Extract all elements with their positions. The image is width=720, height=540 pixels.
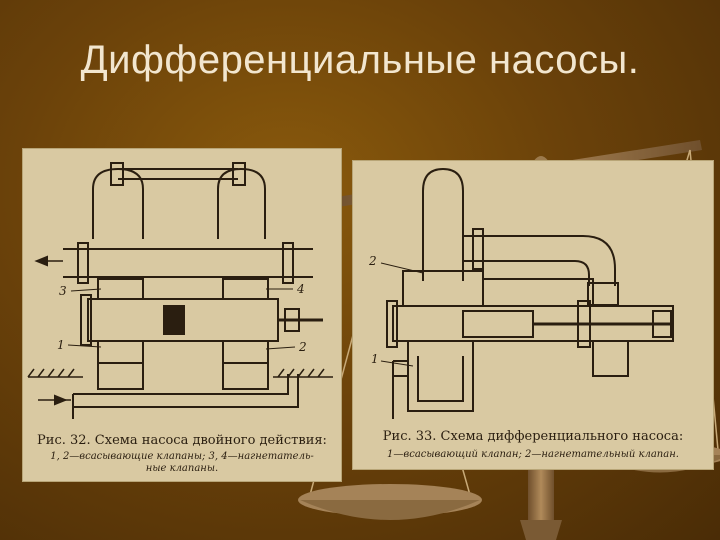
label-1: 1 [57, 338, 65, 352]
label-2: 2 [368, 254, 377, 268]
label-1: 1 [371, 352, 379, 366]
label-2: 2 [298, 340, 307, 354]
differential-pump-drawing: 2 1 [368, 167, 674, 419]
figure-differential-pump: 2 1 Рис. 33. Схема дифференциального нас… [352, 160, 714, 470]
figure-left-legend-2: ные клапаны. [145, 463, 219, 474]
figure-left-legend-1: 1, 2—всасывающие клапаны; 3, 4—нагнетате… [50, 451, 314, 462]
double-acting-pump-drawing: 3 4 1 2 [27, 162, 333, 419]
slide-title: Дифференциальные насосы. [80, 38, 640, 82]
label-4: 4 [296, 282, 305, 296]
label-3: 3 [59, 284, 67, 298]
figure-double-acting-pump: 3 4 1 2 Рис. 32. Схема насоса двойного д… [22, 148, 342, 482]
figure-right-caption: Рис. 33. Схема дифференциального насоса: [382, 429, 684, 444]
figure-left-caption: Рис. 32. Схема насоса двойного действия: [37, 433, 327, 448]
figure-right-legend-1: 1—всасывающий клапан; 2—нагнетательный к… [387, 449, 679, 460]
